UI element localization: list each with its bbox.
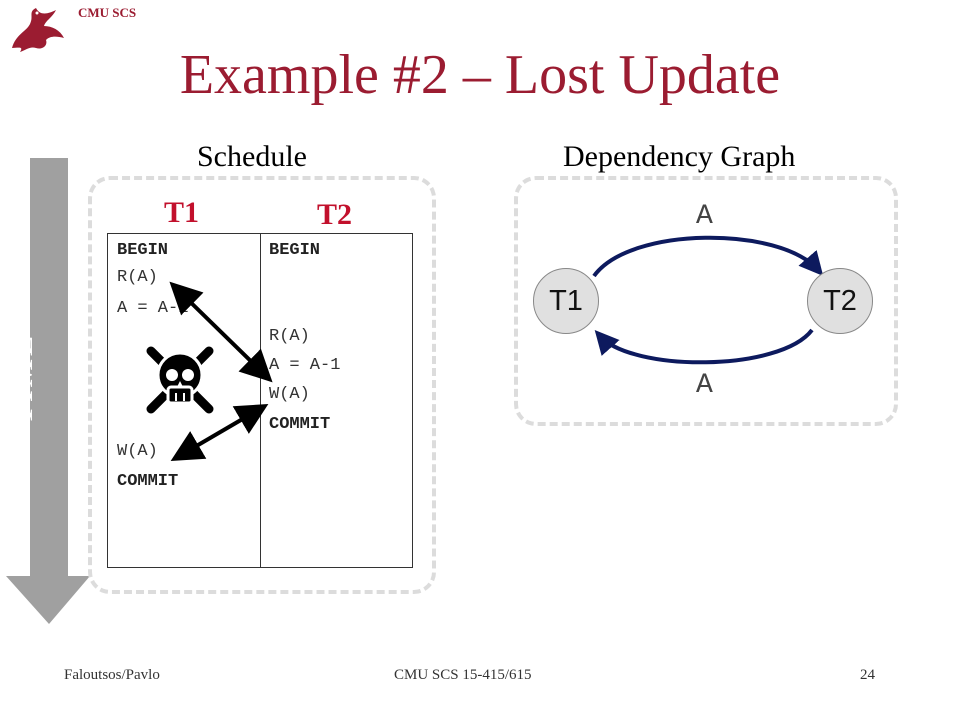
t2-op-commit: COMMIT [269, 415, 331, 434]
footer-course: CMU SCS 15-415/615 [394, 667, 532, 683]
edge-t1-to-t2 [592, 235, 824, 278]
column-divider [260, 233, 261, 568]
cmu-dragon-logo [12, 8, 64, 52]
t2-op-write: W(A) [269, 385, 310, 404]
footer-authors: Faloutsos/Pavlo [64, 667, 160, 683]
t2-op-begin: BEGIN [269, 241, 321, 260]
t2-column-header: T2 [317, 198, 353, 231]
t1-op-write: W(A) [117, 442, 158, 461]
skull-crossbones-icon [146, 346, 214, 414]
t1-column-header: T1 [164, 196, 200, 229]
schedule-panel [88, 176, 436, 594]
dependency-graph-panel [514, 176, 898, 426]
conflict-arrow-write-write [170, 403, 269, 462]
time-arrow [6, 158, 90, 624]
t2-op-read: R(A) [269, 327, 310, 346]
graph-node-t1: T1 [533, 268, 599, 334]
edge-t2-to-t1 [594, 328, 814, 365]
logo-text: CMU SCS [78, 5, 137, 20]
edge-label-bottom: A [696, 370, 713, 401]
conflict-arrow-read-write [169, 281, 273, 383]
schedule-heading: Schedule [197, 140, 307, 173]
t1-op-read: R(A) [117, 268, 158, 287]
t1-op-commit: COMMIT [117, 472, 179, 491]
slide-title: Example #2 – Lost Update [179, 44, 781, 106]
dependency-graph-heading: Dependency Graph [563, 140, 796, 173]
edge-label-top: A [696, 201, 713, 232]
graph-node-t2: T2 [807, 268, 873, 334]
t2-op-compute: A = A-1 [269, 356, 341, 375]
page-number: 24 [860, 667, 875, 683]
t1-op-begin: BEGIN [117, 241, 169, 260]
